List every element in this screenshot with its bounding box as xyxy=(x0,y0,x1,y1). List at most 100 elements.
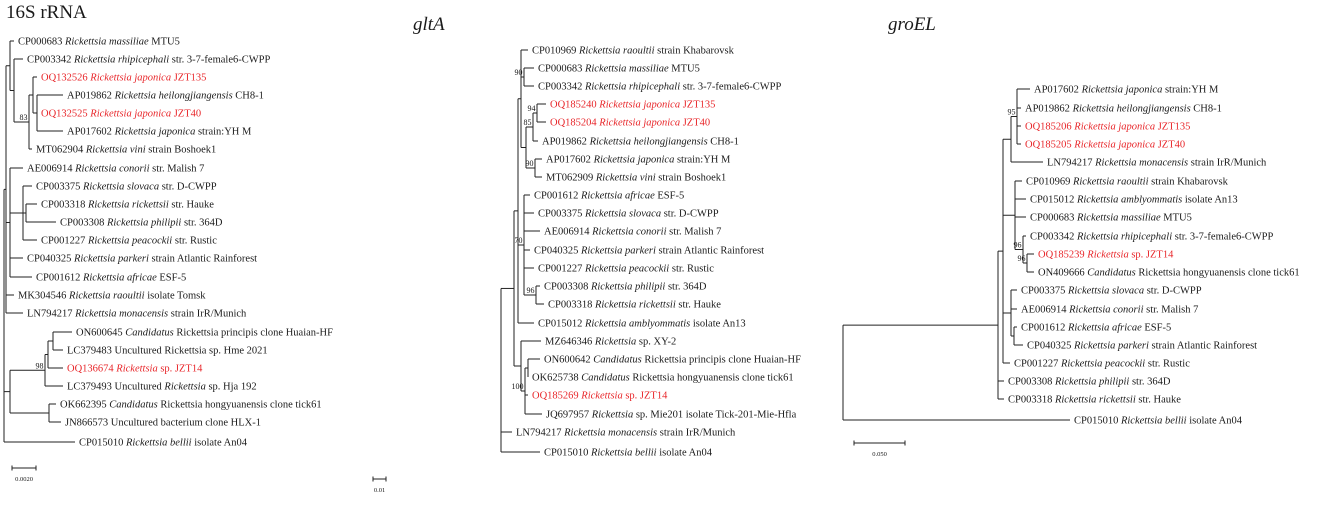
tree-leaf-label: CP000683 Rickettsia massiliae MTU5 xyxy=(1030,213,1192,224)
leaf-acc: OQ132526 xyxy=(41,73,90,84)
tree-leaf-label: CP015010 Rickettsia bellii isolate An04 xyxy=(544,448,713,459)
leaf-sp: Rickettsia japonica xyxy=(89,73,173,84)
tree-leaf-label: CP001227 Rickettsia peacockii str. Rusti… xyxy=(41,236,217,247)
leaf-acc: AP017602 xyxy=(1034,85,1082,96)
leaf-rest: str. Rustic xyxy=(175,236,217,247)
tree-leaf-label: AP017602 Rickettsia japonica strain:YH M xyxy=(67,127,252,138)
leaf-rest: isolate An04 xyxy=(194,438,248,449)
tree-leaf-label: AP017602 Rickettsia japonica strain:YH M xyxy=(1034,85,1219,96)
leaf-sp: Rickettsia raoultii xyxy=(1072,177,1151,188)
leaf-rest: str. 364D xyxy=(668,282,707,293)
leaf-rest: sp. JZT14 xyxy=(1131,250,1174,261)
tree-leaf-label: CP010969 Rickettsia raoultii strain Khab… xyxy=(532,46,735,57)
leaf-rest: strain IrR/Munich xyxy=(660,428,736,439)
leaf-rest: Uncultured Rickettsia sp. Hme 2021 xyxy=(115,346,268,357)
leaf-rest: str. D-CWPP xyxy=(162,182,217,193)
tree-leaf-label: CP015010 Rickettsia bellii isolate An04 xyxy=(79,438,248,449)
leaf-sp: Rickettsia monacensis xyxy=(74,309,171,320)
tree-leaf-label: AE006914 Rickettsia conorii str. Malish … xyxy=(27,164,204,175)
leaf-sp: Rickettsia japonica xyxy=(114,127,198,138)
tree-leaf-label: OK662395 Candidatus Rickettsia hongyuane… xyxy=(60,400,322,411)
leaf-rest: strain Atlantic Rainforest xyxy=(1152,341,1258,352)
leaf-sp: Rickettsia japonica xyxy=(1073,140,1157,151)
tree-leaf-label: CP015010 Rickettsia bellii isolate An04 xyxy=(1074,416,1243,427)
tree-leaf-label: MT062904 Rickettsia vini strain Boshoek1 xyxy=(36,145,216,156)
leaf-sp: Rickettsia japonica xyxy=(598,118,682,129)
leaf-acc: AP019862 xyxy=(542,137,590,148)
leaf-sp: Rickettsia bellii xyxy=(590,448,659,459)
leaf-acc: CP003375 xyxy=(36,182,83,193)
leaf-rest: sp. JZT14 xyxy=(160,364,203,375)
tree-leaf-label: CP003318 Rickettsia rickettsii str. Hauk… xyxy=(41,200,214,211)
tree-leaf-label: OQ185205 Rickettsia japonica JZT40 xyxy=(1025,140,1185,151)
leaf-sp: Rickettsia massiliae xyxy=(584,64,671,75)
tree-leaf-label: CP003342 Rickettsia rhipicephali str. 3-… xyxy=(27,55,270,66)
leaf-acc: OQ132525 xyxy=(41,109,90,120)
tree-groel: AP017602 Rickettsia japonica strain:YH M… xyxy=(842,85,1300,458)
leaf-acc: OQ185206 xyxy=(1025,122,1074,133)
leaf-acc: CP001227 xyxy=(41,236,88,247)
leaf-rest: strain Khabarovsk xyxy=(1151,177,1228,188)
leaf-rest: strain Khabarovsk xyxy=(657,46,734,57)
leaf-sp: Rickettsia slovaca xyxy=(1067,286,1147,297)
leaf-acc: OK662395 xyxy=(60,400,109,411)
leaf-sp: Candidatus xyxy=(109,400,160,411)
leaf-rest: strain Atlantic Rainforest xyxy=(659,246,765,257)
leaf-rest: CH8-1 xyxy=(710,137,739,148)
leaf-sp: Rickettsia africae xyxy=(82,273,159,284)
tree-leaf-label: CP015012 Rickettsia amblyommatis isolate… xyxy=(1030,195,1238,206)
tree-leaf-label: MK304546 Rickettsia raoultii isolate Tom… xyxy=(18,291,206,302)
leaf-rest: strain Boshoek1 xyxy=(658,173,726,184)
leaf-sp: Rickettsia xyxy=(1086,250,1131,261)
leaf-acc: CP040325 xyxy=(534,246,581,257)
leaf-sp: Candidatus xyxy=(125,328,176,339)
leaf-sp: Rickettsia peacockii xyxy=(87,236,175,247)
leaf-rest: strain IrR/Munich xyxy=(171,309,247,320)
leaf-acc: OQ185239 xyxy=(1038,250,1087,261)
leaf-sp: Rickettsia parkeri xyxy=(73,254,152,265)
leaf-sp: Rickettsia philipii xyxy=(106,218,184,229)
tree-leaf-label: OK625738 Candidatus Rickettsia hongyuane… xyxy=(532,373,794,384)
leaf-sp: Rickettsia heilongjiangensis xyxy=(1072,104,1194,115)
tree-leaf-label: CP000683 Rickettsia massiliae MTU5 xyxy=(18,37,180,48)
tree-leaf-label: CP003308 Rickettsia philipii str. 364D xyxy=(1008,377,1171,388)
leaf-rest: Rickettsia principis clone Huaian-HF xyxy=(644,355,801,366)
leaf-acc: CP015012 xyxy=(1030,195,1077,206)
leaf-sp: Rickettsia rickettsii xyxy=(87,200,171,211)
leaf-rest: str. Rustic xyxy=(1148,359,1190,370)
leaf-acc: OQ185204 xyxy=(550,118,599,129)
scale-bar-label: 0.050 xyxy=(872,451,887,458)
tree-leaf-label: OQ185240 Rickettsia japonica JZT135 xyxy=(550,100,715,111)
leaf-acc: CP000683 xyxy=(1030,213,1077,224)
tree-leaf-label: OQ132526 Rickettsia japonica JZT135 xyxy=(41,73,206,84)
tree-leaf-label: CP015012 Rickettsia amblyommatis isolate… xyxy=(538,319,746,330)
leaf-acc: OQ185205 xyxy=(1025,140,1074,151)
leaf-pre: Uncultured xyxy=(115,382,165,393)
leaf-acc: AP017602 xyxy=(67,127,115,138)
leaf-sp: Rickettsia japonica xyxy=(1073,122,1157,133)
tree-leaf-label: LN794217 Rickettsia monacensis strain Ir… xyxy=(27,309,247,320)
leaf-acc: CP015010 xyxy=(544,448,591,459)
leaf-rest: str. Malish 7 xyxy=(152,164,204,175)
tree-leaf-label: OQ185206 Rickettsia japonica JZT135 xyxy=(1025,122,1190,133)
leaf-sp: Rickettsia xyxy=(115,364,160,375)
leaf-rest: strain:YH M xyxy=(198,127,252,138)
leaf-rest: str. Hauke xyxy=(678,300,721,311)
leaf-acc: CP003375 xyxy=(538,209,585,220)
leaf-rest: str. D-CWPP xyxy=(1147,286,1202,297)
leaf-acc: LC379483 xyxy=(67,346,115,357)
leaf-sp: Rickettsia heilongjiangensis xyxy=(114,91,236,102)
bootstrap-value: 96 xyxy=(1014,241,1022,250)
leaf-rest: isolate An13 xyxy=(693,319,746,330)
leaf-sp: Rickettsia africae xyxy=(580,191,657,202)
leaf-rest: str. 3-7-female6-CWPP xyxy=(1175,232,1274,243)
leaf-sp: Candidatus xyxy=(1087,268,1138,279)
tree-leaf-label: CP001612 Rickettsia africae ESF-5 xyxy=(534,191,684,202)
leaf-sp: Rickettsia philipii xyxy=(1054,377,1132,388)
tree-leaf-label: AP019862 Rickettsia heilongjiangensis CH… xyxy=(542,137,739,148)
leaf-sp: Rickettsia slovaca xyxy=(584,209,664,220)
tree-glta: CP010969 Rickettsia raoultii strain Khab… xyxy=(372,46,801,494)
leaf-rest: str. 364D xyxy=(1132,377,1171,388)
leaf-rest: sp. Hja 192 xyxy=(208,382,256,393)
